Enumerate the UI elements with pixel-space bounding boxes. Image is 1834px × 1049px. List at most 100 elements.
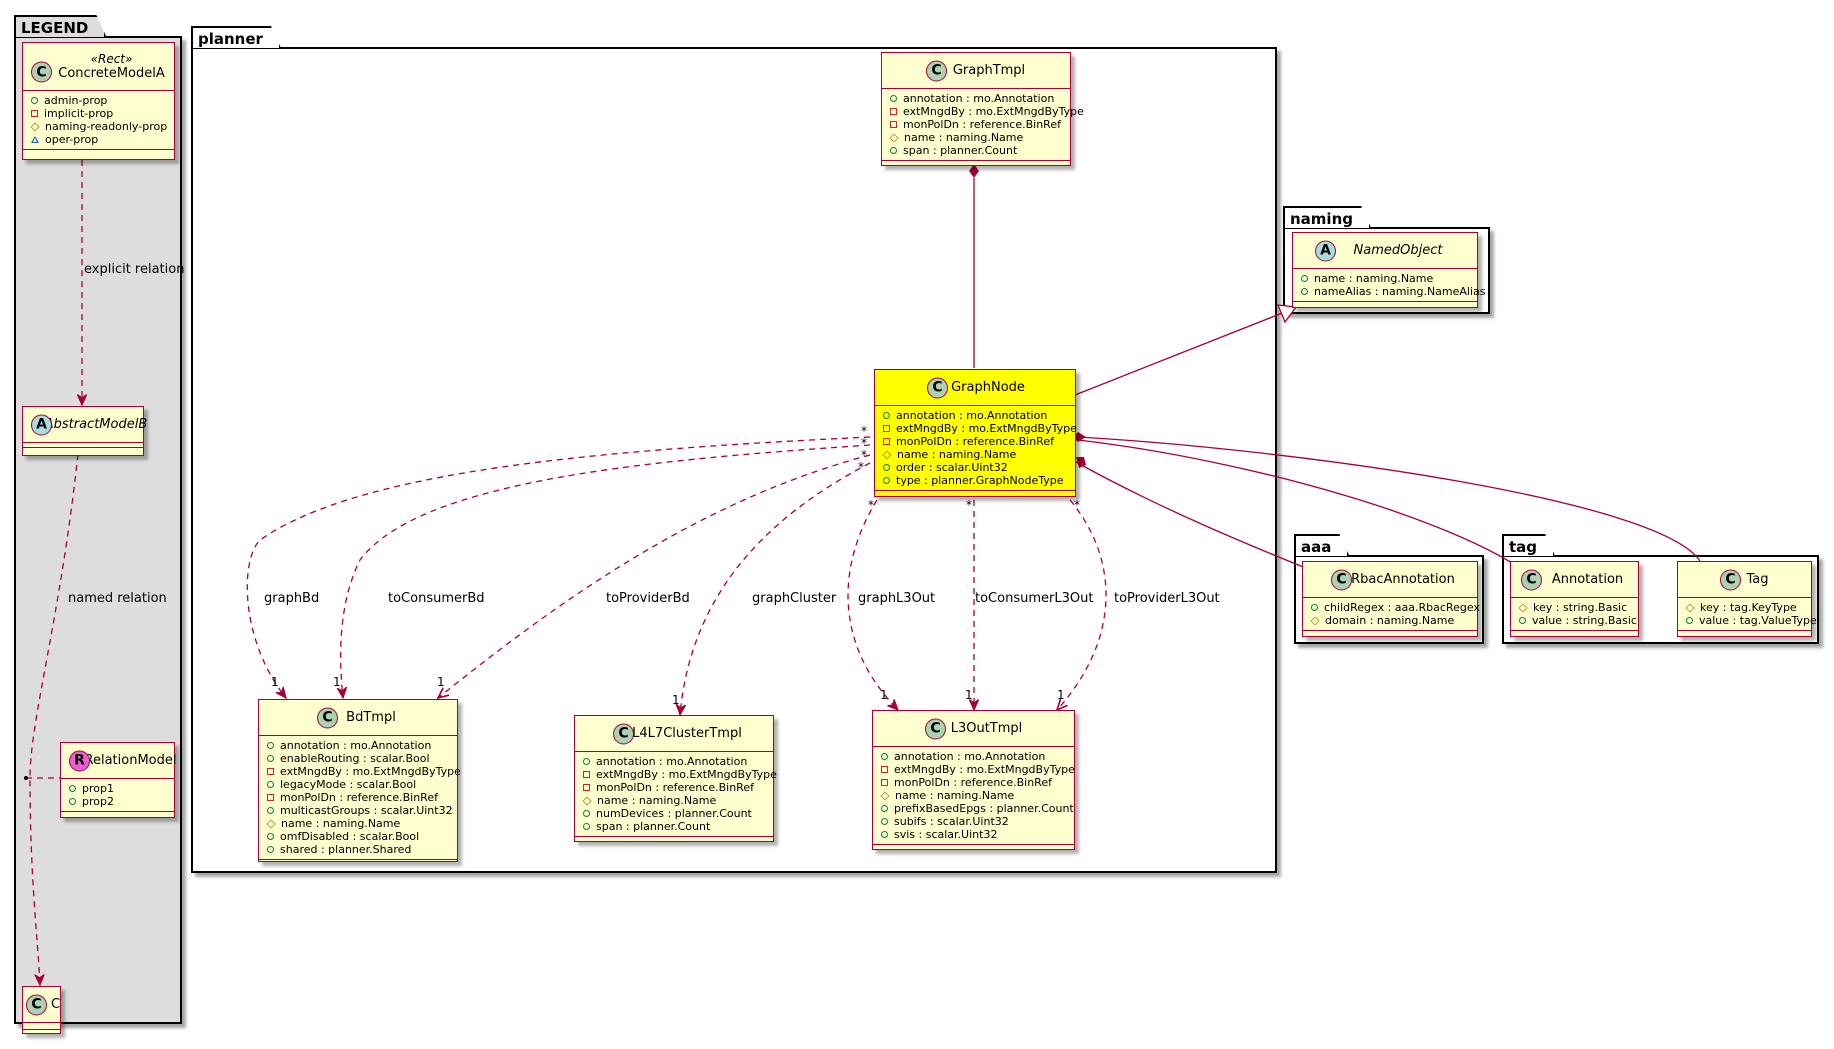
attribute-row: legacyMode : scalar.Bool	[267, 778, 451, 791]
attribute-row: annotation : mo.Annotation	[890, 92, 1064, 105]
protected-visibility-icon	[30, 121, 40, 132]
graphbd-label: graphBd	[264, 591, 320, 606]
attribute-row: annotation : mo.Annotation	[883, 409, 1069, 422]
class-c-icon: C	[613, 723, 634, 744]
public-visibility-icon	[267, 807, 274, 814]
toproviderbd-arrow	[438, 454, 871, 698]
attribute-row: key : tag.KeyType	[1685, 601, 1805, 614]
attribute-text: value : string.Basic	[1532, 614, 1637, 627]
class-c-icon: C	[26, 994, 47, 1015]
class-c-icon: C	[31, 61, 52, 83]
attribute-text: enableRouting : scalar.Bool	[280, 752, 430, 765]
mult-graphcluster-src: *	[858, 460, 864, 474]
attribute-text: monPolDn : reference.BinRef	[280, 791, 438, 804]
l3outtmpl-name: L3OutTmpl	[950, 721, 1023, 736]
graphl3out-label: graphL3Out	[858, 591, 936, 606]
public-visibility-icon	[883, 477, 890, 484]
protected-visibility-icon	[266, 818, 276, 829]
private-visibility-icon	[883, 438, 890, 445]
class-c-icon: C	[1331, 569, 1352, 590]
toconsumerbd-arrow	[341, 444, 871, 698]
planner-package-title: planner	[191, 26, 281, 48]
abstract-a-icon: A	[31, 414, 52, 435]
attribute-row: prop1	[69, 782, 168, 795]
attribute-text: name : naming.Name	[281, 817, 401, 830]
public-visibility-icon	[583, 810, 590, 817]
l4l7clustertmpl-class: L4L7ClusterTmpl C annotation : mo.Annota…	[574, 715, 777, 842]
attribute-text: extMngdBy : mo.ExtMngdByType	[280, 765, 461, 778]
public-visibility-icon	[1301, 275, 1308, 282]
named-relation-label: named relation	[68, 591, 167, 606]
public-visibility-icon	[267, 742, 274, 749]
attribute-text: prefixBasedEpgs : planner.Count	[894, 802, 1074, 815]
attribute-text: order : scalar.Uint32	[896, 461, 1008, 474]
private-visibility-icon	[267, 768, 274, 775]
tag-name: Tag	[1746, 572, 1769, 587]
attribute-text: implicit-prop	[44, 107, 114, 120]
protected-visibility-icon	[582, 795, 592, 806]
private-visibility-icon	[583, 784, 590, 791]
public-visibility-icon	[881, 831, 888, 838]
mult-toconsumerbd-dst: 1	[333, 675, 341, 689]
attribute-text: span : planner.Count	[903, 144, 1018, 157]
rbacannotation-class: RbacAnnotation C childRegex : aaa.RbacRe…	[1302, 561, 1480, 637]
attribute-text: annotation : mo.Annotation	[894, 750, 1046, 763]
class-c-icon: C	[1720, 569, 1741, 590]
attribute-row: order : scalar.Uint32	[883, 461, 1069, 474]
public-visibility-icon	[69, 798, 76, 805]
attribute-text: monPolDn : reference.BinRef	[596, 781, 754, 794]
mult-toproviderbd-dst: 1	[437, 675, 445, 689]
attribute-text: name : naming.Name	[904, 131, 1024, 144]
attribute-row: svis : scalar.Uint32	[881, 828, 1068, 841]
attribute-text: numDevices : planner.Count	[596, 807, 752, 820]
attribute-row: name : naming.Name	[266, 817, 451, 830]
graphnode-name: GraphNode	[951, 380, 1025, 395]
attribute-text: extMngdBy : mo.ExtMngdByType	[596, 768, 777, 781]
rect-stereotype: «Rect»	[90, 52, 133, 66]
class-c-icon: C	[1521, 569, 1542, 590]
attribute-text: name : naming.Name	[895, 789, 1015, 802]
naming-package-title: naming	[1283, 206, 1371, 228]
attribute-row: omfDisabled : scalar.Bool	[267, 830, 451, 843]
private-visibility-icon	[881, 766, 888, 773]
attribute-text: legacyMode : scalar.Bool	[280, 778, 417, 791]
public-visibility-icon	[1311, 604, 1318, 611]
attribute-text: name : naming.Name	[597, 794, 717, 807]
attribute-row: monPolDn : reference.BinRef	[583, 781, 767, 794]
named-relation-line	[29, 453, 79, 985]
attribute-row: annotation : mo.Annotation	[881, 750, 1068, 763]
c-class: C C	[22, 986, 61, 1034]
graphnode-tag-composition	[1077, 436, 1701, 562]
attribute-row: type : planner.GraphNodeType	[883, 474, 1069, 487]
legend-package: LEGEND	[14, 36, 182, 1024]
attribute-row: span : planner.Count	[890, 144, 1064, 157]
mult-toproviderbd-src: *	[861, 448, 867, 462]
private-visibility-icon	[883, 425, 890, 432]
attribute-text: extMngdBy : mo.ExtMngdByType	[903, 105, 1084, 118]
public-visibility-icon	[890, 147, 897, 154]
attribute-row: childRegex : aaa.RbacRegex	[1311, 601, 1480, 614]
attribute-text: value : tag.ValueType	[1699, 614, 1817, 627]
class-c-icon: C	[317, 707, 338, 728]
graphcluster-arrow	[680, 462, 871, 715]
mult-graphl3out-dst: 1	[880, 688, 888, 702]
abstract-model-b-class: AbstractModelB A	[22, 406, 147, 456]
public-visibility-icon	[583, 823, 590, 830]
attribute-text: type : planner.GraphNodeType	[896, 474, 1064, 487]
toproviderbd-label: toProviderBd	[606, 591, 690, 606]
private-visibility-icon	[890, 108, 897, 115]
attribute-text: extMngdBy : mo.ExtMngdByType	[896, 422, 1077, 435]
class-c-icon: C	[925, 718, 946, 739]
composition-diamond-graphtmpl	[969, 164, 979, 178]
